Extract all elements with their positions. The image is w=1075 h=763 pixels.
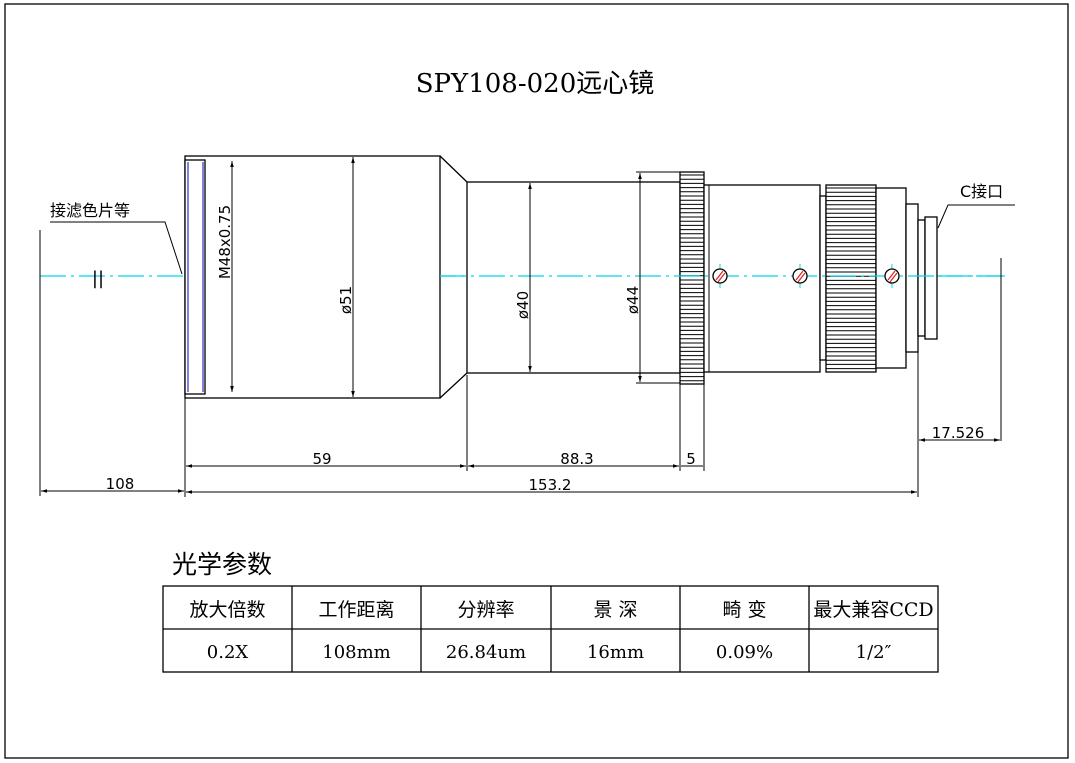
dim-88-3: 88.3 xyxy=(468,450,679,468)
thread-dimension: M48x0.75 xyxy=(216,161,234,392)
svg-text:M48x0.75: M48x0.75 xyxy=(216,205,234,279)
c-mount-thread xyxy=(924,216,938,340)
dim-59: 59 xyxy=(186,450,466,468)
svg-text:ø40: ø40 xyxy=(514,291,532,319)
table-header-cell: 景 深 xyxy=(593,599,637,621)
svg-text:88.3: 88.3 xyxy=(560,450,593,468)
svg-text:接滤色片等: 接滤色片等 xyxy=(50,201,130,220)
svg-text:ø51: ø51 xyxy=(337,286,355,314)
svg-text:ø44: ø44 xyxy=(624,286,642,314)
front-barrel xyxy=(184,155,468,399)
dim-108: 108 xyxy=(41,475,184,493)
screw-icon xyxy=(792,264,808,288)
c-mount-neck xyxy=(917,219,926,337)
tube xyxy=(466,181,681,374)
dim-17-526: 17.526 xyxy=(919,424,1000,442)
table-value-cell: 108mm xyxy=(322,642,391,663)
dia-51-dimension: ø51 xyxy=(337,157,355,397)
table-value-cell: 16mm xyxy=(587,642,644,663)
dim-153-2: 153.2 xyxy=(186,476,917,494)
table-header-cell: 分辨率 xyxy=(457,599,514,621)
drawing-title: SPY108-020远心镜 xyxy=(416,69,655,99)
svg-text:59: 59 xyxy=(312,450,331,468)
table-header-cell: 畸 变 xyxy=(722,599,766,621)
dia-40-dimension: ø40 xyxy=(514,183,532,372)
params-table: 放大倍数 工作距离 分辨率 景 深 畸 变 最大兼容CCD 0.2X 108mm 26.84um… xyxy=(162,585,939,673)
table-header-cell: 工作距离 xyxy=(318,599,394,621)
svg-text:17.526: 17.526 xyxy=(932,424,985,442)
params-heading: 光学参数 xyxy=(172,550,272,579)
filter-note: 接滤色片等 xyxy=(50,201,183,275)
knurled-ring-front xyxy=(679,171,705,385)
table-header-cell: 放大倍数 xyxy=(189,599,265,621)
table-value-cell: 0.09% xyxy=(716,642,773,663)
screw-icon xyxy=(712,264,728,288)
svg-text:108: 108 xyxy=(106,475,135,493)
dia-44-dimension: ø44 xyxy=(624,171,680,384)
svg-text:153.2: 153.2 xyxy=(529,476,572,494)
dim-5: 5 xyxy=(681,450,703,468)
screw-icon xyxy=(884,264,900,288)
svg-text:5: 5 xyxy=(686,450,696,468)
knurled-ring-rear xyxy=(825,184,877,373)
table-value-cell: 0.2X xyxy=(207,642,249,663)
drawing-frame xyxy=(4,3,1069,759)
svg-text:C接口: C接口 xyxy=(960,182,1003,201)
table-value-cell: 1/2″ xyxy=(856,642,892,663)
table-header-cell: 最大兼容CCD xyxy=(813,599,933,621)
spacer-ring xyxy=(819,195,827,361)
table-value-cell: 26.84um xyxy=(446,642,526,663)
parallel-mark: || xyxy=(92,268,104,289)
c-mount-label: C接口 xyxy=(937,182,1015,229)
flange xyxy=(905,203,919,353)
